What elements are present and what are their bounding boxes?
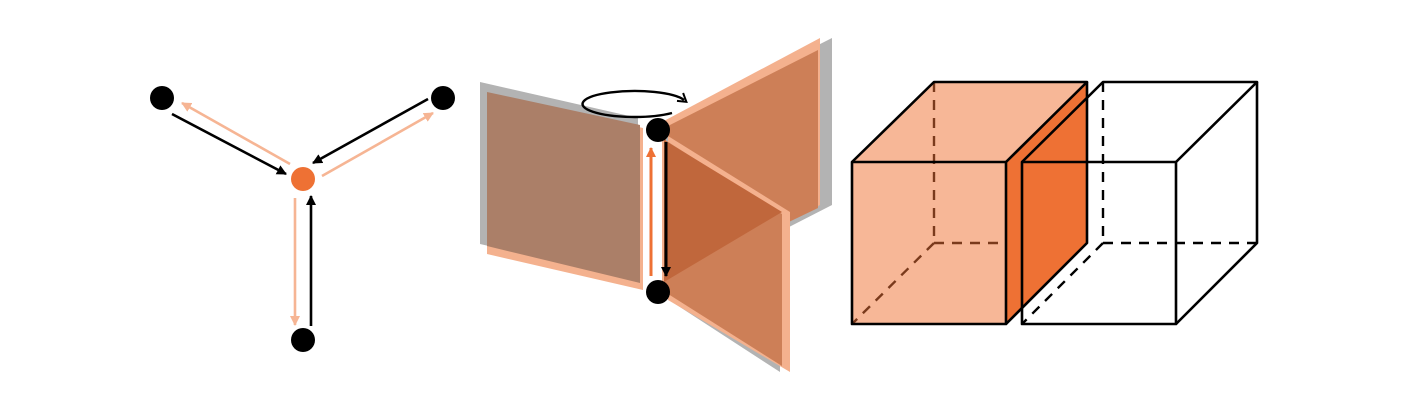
center-node — [291, 167, 315, 191]
star-graph-panel — [150, 86, 455, 352]
left-cube-front-face — [852, 162, 1006, 324]
edge-arrow-topleft-inward — [171, 112, 287, 176]
right-cube-edges — [1020, 80, 1259, 326]
outer-node-topright — [431, 86, 455, 110]
hinge-node-bottom — [646, 280, 670, 304]
edge-arrow-topright-outward — [321, 111, 434, 178]
hinge-node-top — [646, 118, 670, 142]
left-cube-edges — [850, 80, 1089, 326]
wing-overlap — [664, 140, 782, 282]
hinged-plates-panel — [480, 38, 832, 372]
cube-pair-panel — [850, 80, 1259, 326]
circular-arrow-icon — [581, 89, 688, 119]
edge-arrow-topleft-outward — [181, 101, 291, 166]
left-cube-top-face — [852, 82, 1087, 162]
left-plate — [487, 92, 640, 283]
outer-node-bottom — [291, 328, 315, 352]
edge-arrow-topright-inward — [312, 97, 429, 165]
outer-node-topleft — [150, 86, 174, 110]
